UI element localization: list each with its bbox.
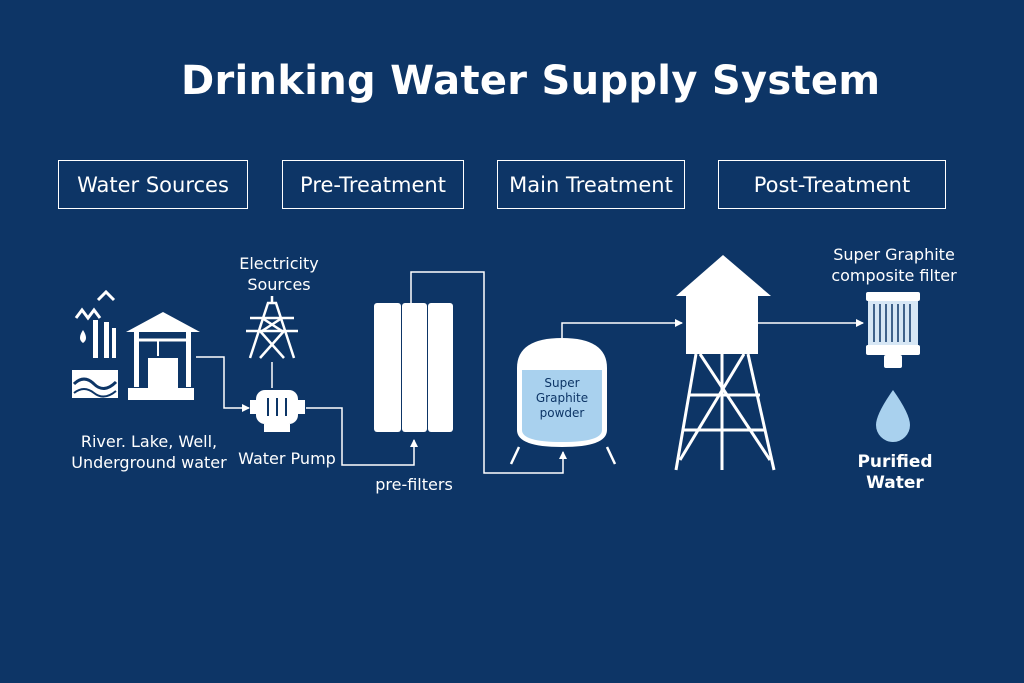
water-sources-icon: [72, 289, 118, 398]
pre-filters-label: pre-filters: [375, 475, 453, 494]
composite-filter-icon: [866, 292, 920, 368]
water-pump-label: Water Pump: [238, 449, 336, 468]
water-drop-icon: [876, 390, 910, 442]
stage-water-sources: Water Sources: [58, 160, 248, 209]
stage-post-treatment: Post-Treatment: [718, 160, 946, 209]
well-icon: [126, 312, 200, 400]
graphite-tank-icon: [509, 338, 617, 465]
water-tower-icon: [674, 255, 776, 471]
water-sources-label: River. Lake, Well,Underground water: [71, 432, 227, 472]
transmission-tower-icon: [246, 296, 298, 359]
stage-main-treatment: Main Treatment: [497, 160, 685, 209]
stage-pre-treatment: Pre-Treatment: [282, 160, 464, 209]
pre-filter-icon: [374, 303, 453, 432]
page-title: Drinking Water Supply System: [181, 58, 881, 104]
water-pump-icon: [250, 390, 305, 432]
